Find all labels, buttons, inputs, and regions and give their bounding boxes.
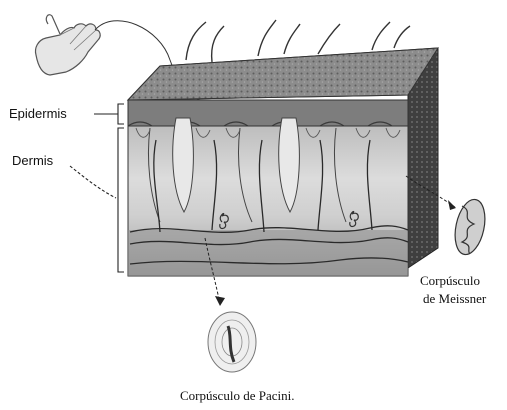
hand-icon bbox=[35, 15, 100, 75]
pacini-corpuscle-icon bbox=[208, 312, 256, 372]
meissner-label-line1: Corpúsculo bbox=[420, 273, 480, 289]
pacini-label: Corpúsculo de Pacini. bbox=[180, 388, 294, 404]
hypodermis-band bbox=[128, 230, 408, 276]
dermis-bracket bbox=[70, 128, 124, 272]
meissner-corpuscle-icon bbox=[450, 197, 489, 258]
epidermis-bracket bbox=[94, 104, 124, 124]
dermis-label: Dermis bbox=[12, 153, 53, 168]
meissner-label-line2: de Meissner bbox=[423, 291, 486, 307]
epidermis-label: Epidermis bbox=[9, 106, 67, 121]
epidermis-layer bbox=[128, 100, 408, 126]
top-face bbox=[128, 48, 438, 100]
